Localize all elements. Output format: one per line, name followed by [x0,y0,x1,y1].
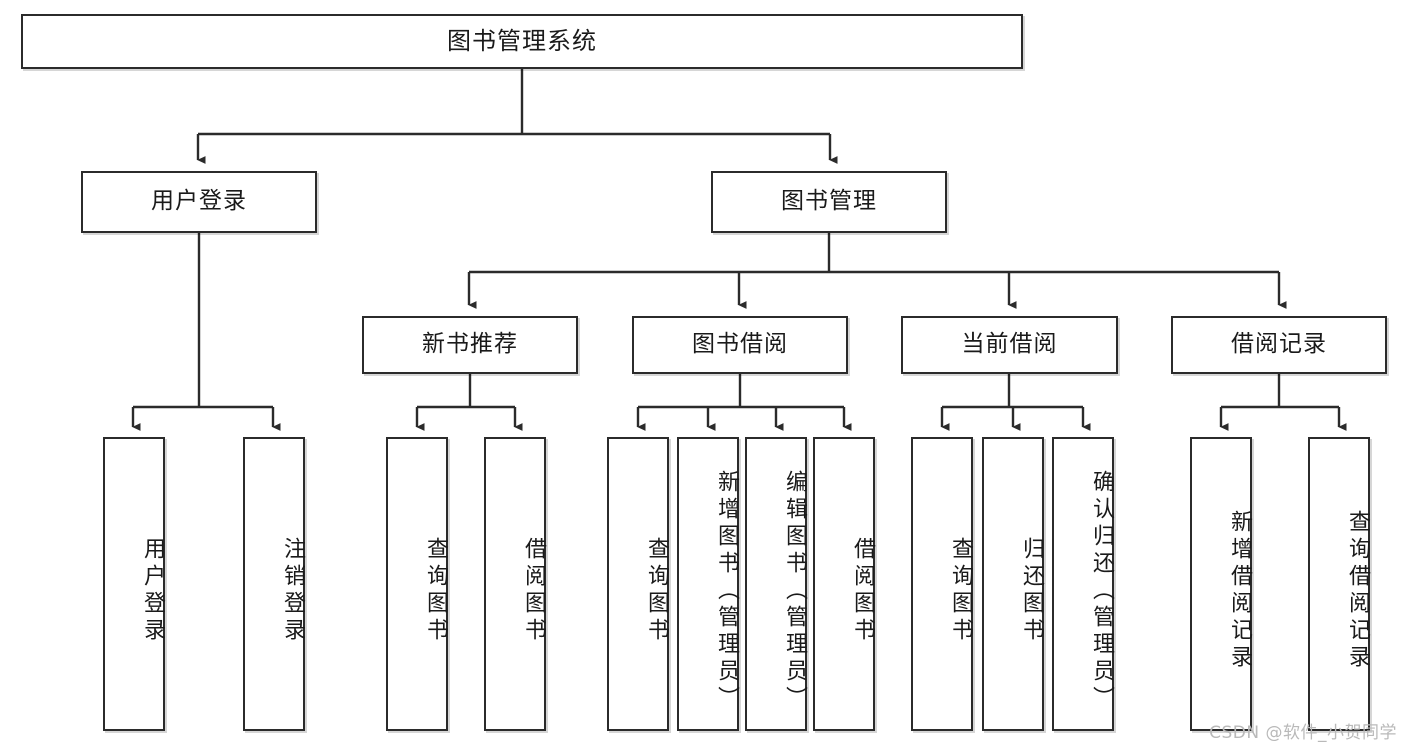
leaf-return-book[interactable]: 归还图书 [982,437,1044,731]
leaf-add-book-admin[interactable]: 新增图书（管理员） [677,437,739,731]
node-label: 查询图书 [644,537,669,645]
leaf-add-borrow-record[interactable]: 新增借阅记录 [1190,437,1252,731]
node-label: 图书借阅 [692,331,788,358]
leaf-query-books-current[interactable]: 查询图书 [911,437,973,731]
node-label: 编辑图书（管理员） [782,469,807,713]
node-label: 查询借阅记录 [1345,510,1370,672]
node-label: 借阅图书 [850,537,875,645]
node-borrow-records[interactable]: 借阅记录 [1171,316,1387,374]
node-book-borrow[interactable]: 图书借阅 [632,316,848,374]
node-label: 借阅记录 [1231,331,1327,358]
leaf-query-borrow-record[interactable]: 查询借阅记录 [1308,437,1370,731]
node-user-login[interactable]: 用户登录 [81,171,317,233]
leaf-confirm-return-admin[interactable]: 确认归还（管理员） [1052,437,1114,731]
node-label: 归还图书 [1019,537,1044,645]
node-root-system[interactable]: 图书管理系统 [21,14,1023,69]
node-label: 新书推荐 [422,331,518,358]
watermark: CSDN @软件_小贺同学 [1209,723,1397,743]
node-label: 确认归还（管理员） [1089,469,1114,713]
node-label: 图书管理系统 [447,27,597,56]
node-current-borrow[interactable]: 当前借阅 [901,316,1118,374]
node-label: 查询图书 [423,537,448,645]
node-book-management[interactable]: 图书管理 [711,171,947,233]
leaf-query-books-new[interactable]: 查询图书 [386,437,448,731]
node-new-book-recommend[interactable]: 新书推荐 [362,316,578,374]
node-label: 新增图书（管理员） [714,469,739,713]
leaf-logout[interactable]: 注销登录 [243,437,305,731]
leaf-borrow-books-new[interactable]: 借阅图书 [484,437,546,731]
node-label: 图书管理 [781,188,877,215]
leaf-borrow-book[interactable]: 借阅图书 [813,437,875,731]
node-label: 当前借阅 [961,331,1058,358]
node-label: 用户登录 [151,188,247,215]
node-label: 借阅图书 [521,537,546,645]
leaf-query-books-borrow[interactable]: 查询图书 [607,437,669,731]
node-label: 注销登录 [280,537,305,645]
node-label: 新增借阅记录 [1227,510,1252,672]
leaf-edit-book-admin[interactable]: 编辑图书（管理员） [745,437,807,731]
node-label: 查询图书 [948,537,973,645]
leaf-user-login[interactable]: 用户登录 [103,437,165,731]
node-label: 用户登录 [140,537,165,645]
